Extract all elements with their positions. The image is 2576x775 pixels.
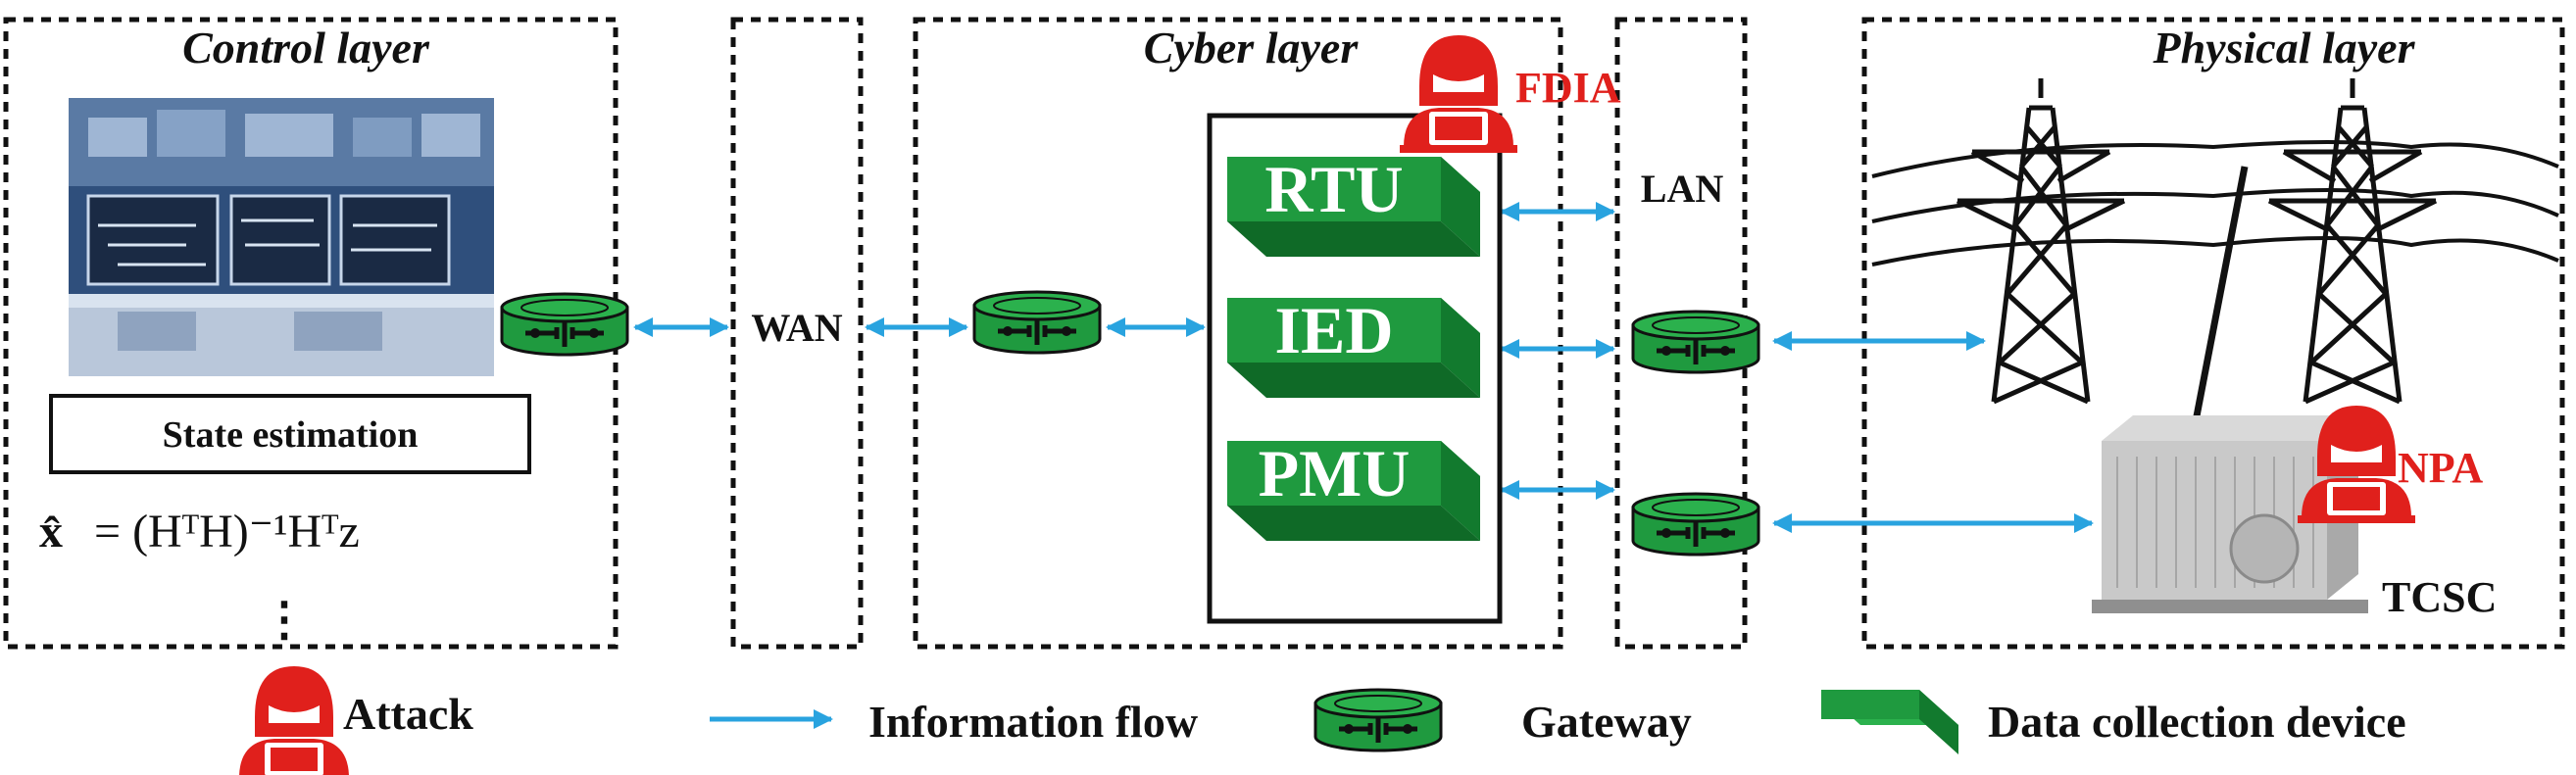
gateway-lan-top [1633,312,1759,372]
legend-device-icon [1821,690,1958,754]
legend-attack-label: Attack [343,689,473,739]
wan-label: WAN [751,306,842,350]
device-pmu: PMU [1227,436,1480,541]
tcsc-label: TCSC [2382,573,2497,621]
device-rtu-label: RTU [1264,152,1403,226]
tcsc-equipment [2092,415,2368,613]
legend-gateway-icon [1315,690,1441,751]
legend-device-label: Data collection device [1988,697,2406,747]
control-room-image [69,98,494,376]
wan-box [730,17,864,650]
legend-flow-label: Information flow [868,697,1198,747]
npa-label: NPA [2398,444,2483,492]
formula-rhs: = (HᵀH)⁻¹Hᵀz [94,506,360,557]
state-estimation-box [49,394,531,474]
tcsc-connection-line [2192,166,2249,422]
device-pmu-label: PMU [1259,436,1411,510]
gateway-cyber [974,292,1100,353]
physical-layer-title: Physical layer [2153,23,2416,73]
legend-gateway-label: Gateway [1521,697,1692,747]
device-rtu: RTU [1227,152,1480,257]
legend-attack-icon [235,666,353,775]
ellipsis: ⋮ [261,594,308,646]
information-flow-arrows [633,202,2094,533]
state-estimation-label: State estimation [163,414,419,456]
control-layer-title: Control layer [182,23,430,73]
cyber-layer-title: Cyber layer [1144,23,1360,73]
gateway-control [502,294,627,355]
gateway-lan-bottom [1633,494,1759,555]
fdia-label: FDIA [1515,64,1621,112]
lan-label: LAN [1641,167,1724,211]
fdia-hacker-icon [1400,35,1517,153]
device-ied: IED [1227,293,1480,398]
device-ied-label: IED [1275,293,1394,367]
formula-lhs: x̂ [39,506,63,557]
